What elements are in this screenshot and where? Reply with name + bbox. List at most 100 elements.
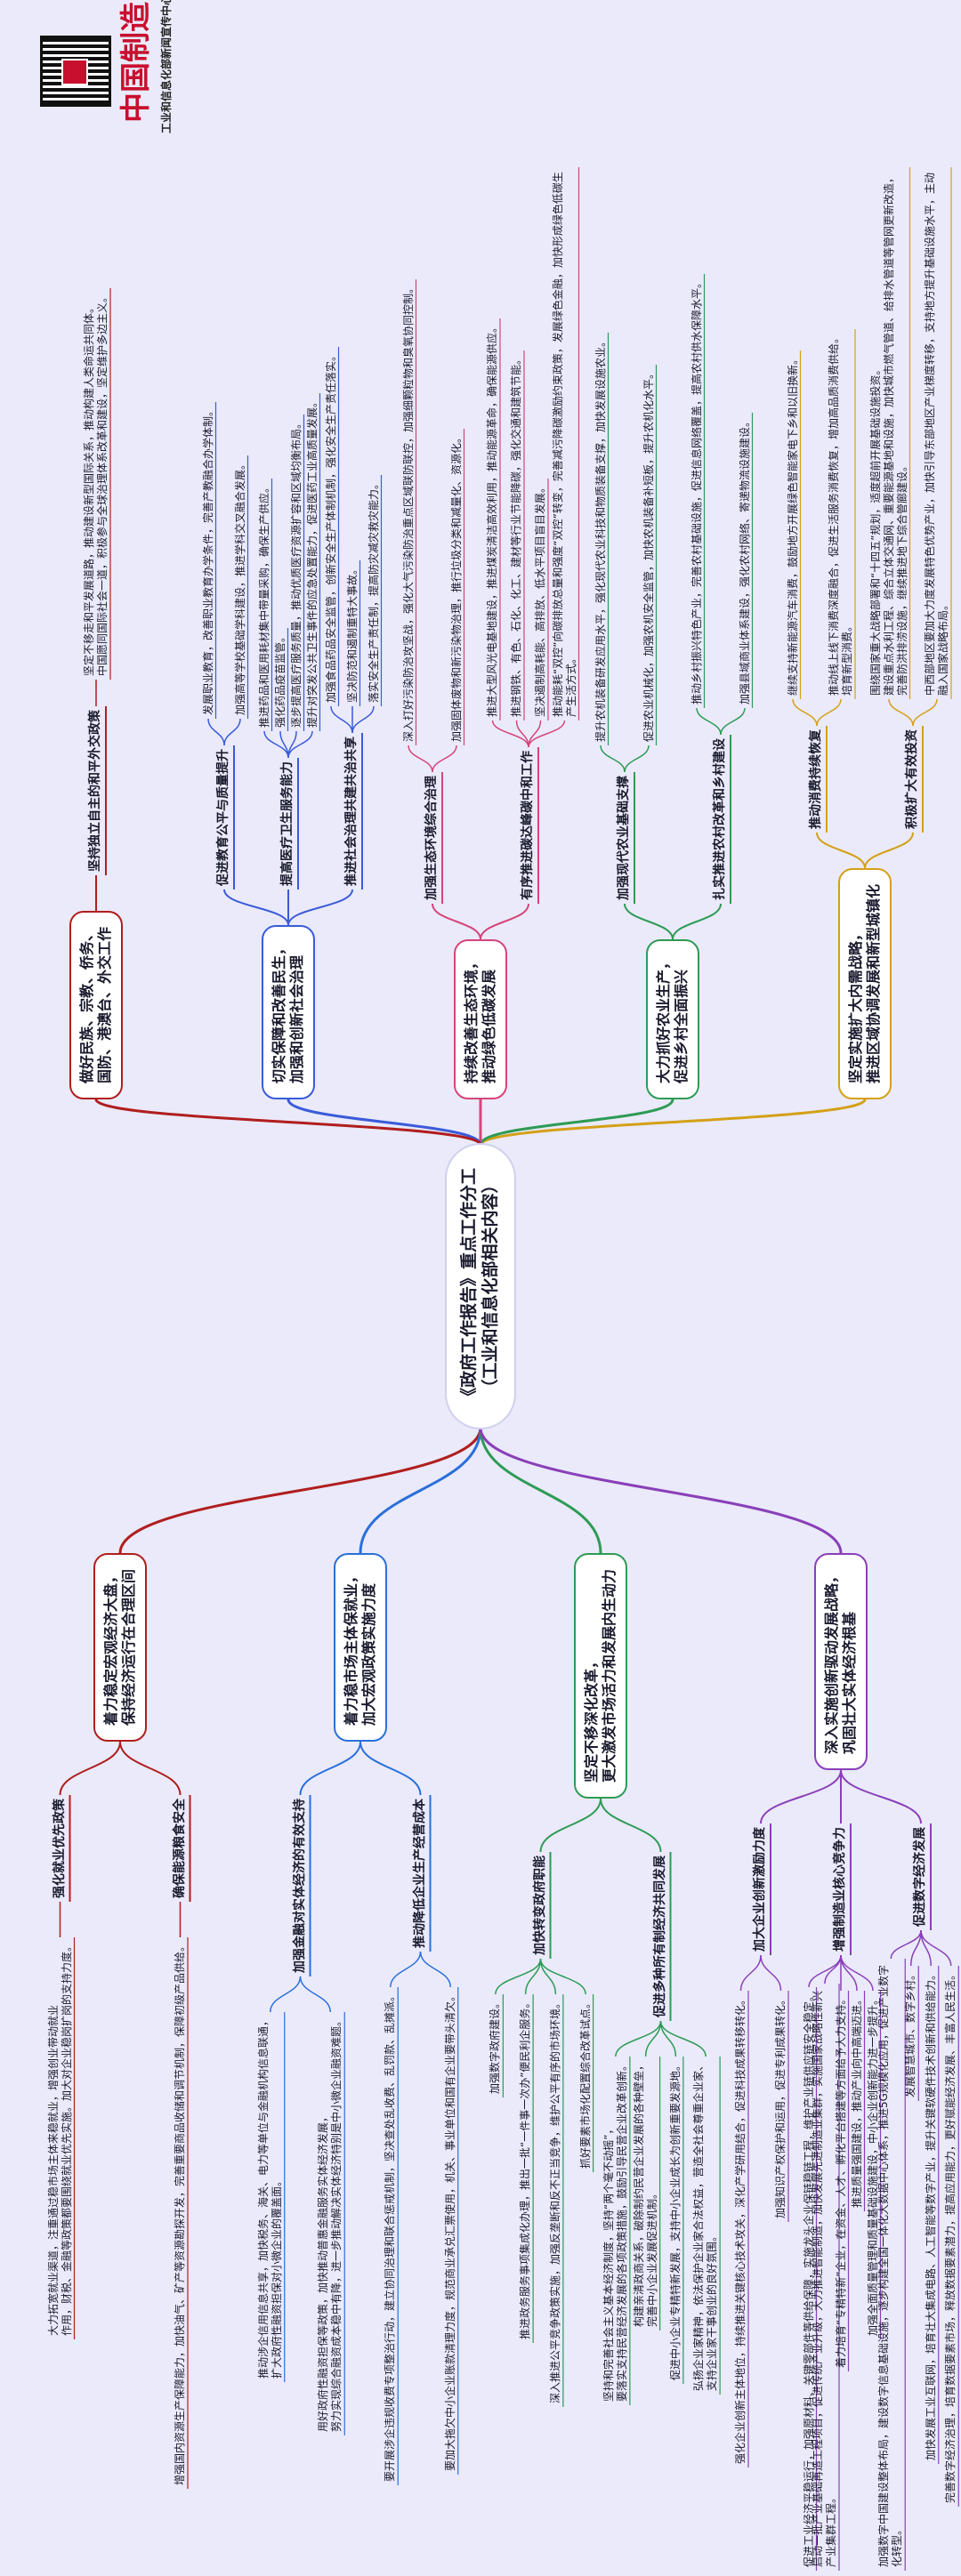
leaf-note-line: 推动乡村振兴特色产业，完善农村基础设施，促进信息网络覆盖，提高农村供水保障水平。 [690, 277, 703, 704]
leaf-note-line: 提升对突发公共卫生事件的应急处置能力，促进医药工业高质量发展。 [305, 396, 319, 728]
leaf-note-line: 加快发展工业互联网，培育壮大集成电路、人工智能等数字产业，提升关键软硬件技术创新… [924, 1968, 937, 2460]
branch-topic[interactable]: 坚定实施扩大内需战略，推进区域协调发展和新型城镇化 [838, 867, 892, 1099]
sub-topic[interactable]: 加强现代农业基础支撑 [615, 772, 634, 904]
branch-topic-line: 大力抓好农业生产， [655, 954, 672, 1083]
branch-topic[interactable]: 着力稳市场主体保就业，加大宏观政策实施力度 [334, 1552, 387, 1742]
leaf-note-line: 提升农机装备研发应用水平，强化现代农业科技和物质装备支撑，加快发展设施农业。 [594, 335, 607, 742]
leaf-note-line: 作用，财税、金融等政策都要围绕就业优先实施。加大对企业稳岗扩岗的支持力度。 [60, 1940, 73, 2336]
leaf-note: 加强食品药品安全监管，创新安全生产体制机制，强化安全生产责任落实。 [324, 347, 339, 706]
sub-topic[interactable]: 加强生态环境综合治理 [423, 772, 442, 904]
sub-topic[interactable]: 有序推进碳达峰碳中和工作 [519, 747, 538, 904]
connector-line [890, 1929, 922, 1960]
leaf-note-line: 要加大拖欠中小企业账款清理力度，规范商业承兑汇票使用，机关、事业单位和国有企业要… [443, 1990, 456, 2471]
connector-line [432, 745, 457, 773]
leaf-note-line: 推进大型风光电基地建设，推进煤炭清洁高效利用，推动能源革命，确保能源供应。 [486, 321, 498, 717]
sub-topic[interactable]: 推动消费持续恢复 [807, 726, 827, 833]
leaf-note: 推进政务服务事项集成化办理，推出一批“一件事一次办”便民利企服务。 [518, 1994, 533, 2343]
branch-topic[interactable]: 深入实施创新驱动发展战略，巩固壮大实体经济根基 [814, 1552, 868, 1770]
leaf-note-line: 加强固体废物和新污染物治理，推行垃圾分类和减量化、资源化。 [449, 431, 463, 742]
sub-topic[interactable]: 促进多种所有制经济共同发展 [651, 1852, 671, 2021]
branch-topic[interactable]: 坚定不移深化改革，更大激发市场活力和发展内生动力 [574, 1552, 627, 1799]
connector-line [287, 1099, 482, 1146]
leaf-note-line: 推进药品和医用耗材集中带量采购，确保生产供应。 [257, 481, 271, 728]
leaf-note: 推进药品和医用耗材集中带量采购，确保生产供应。 [257, 479, 272, 731]
branch-topic-line: 加强和创新社会治理 [288, 954, 305, 1083]
central-topic[interactable]: 《政府工作报告》重点工作分工 （工业和信息化部相关内容） [447, 1144, 514, 1428]
sub-topic[interactable]: 坚持独立自主的和平外交政策 [86, 706, 106, 875]
connector-line [299, 1741, 361, 1796]
sub-topic[interactable]: 推进社会治理共建共治共享 [343, 733, 362, 890]
leaf-note: 着力培育“专精特新”企业，在资金、人才、孵化平台搭建等方面给予大力支持。 [834, 1991, 849, 2371]
sub-topic-label: 有序推进碳达峰碳中和工作 [521, 751, 535, 900]
connector-line [644, 2020, 662, 2057]
sub-topic[interactable]: 积极扩大有效投资 [903, 726, 923, 833]
sub-topic-label: 促进多种所有制经济共同发展 [652, 1856, 667, 2017]
leaf-note-line: 扩大政府性融资担保对小微企业的覆盖面。 [270, 2175, 283, 2379]
sub-topic[interactable]: 确保能源粮食安全 [171, 1795, 190, 1902]
branch-topic[interactable]: 着力稳定宏观经济大盘，保持经济运行在合理区间 [93, 1552, 147, 1742]
sub-topic[interactable]: 提高医疗卫生服务能力 [279, 758, 298, 890]
sub-topic[interactable]: 推动降低企业生产经营成本 [411, 1795, 431, 1952]
connector-line [351, 705, 375, 734]
connector-line [419, 1951, 451, 1988]
leaf-note-line: 发展职业教育，改善职业教育办学条件，完善产教融合办学体制。 [201, 405, 214, 715]
sub-topic[interactable]: 加快转变政府职能 [531, 1852, 551, 1959]
leaf-note-line: 努力实现综合融资成本稳中有降，进一步推动解决实体经济特别是中小微企业融资难题。 [330, 2015, 343, 2432]
sub-topic[interactable]: 增强制造业核心竞争力 [831, 1823, 851, 1955]
branch-topic-line: 做好民族、宗教、侨务、 [78, 926, 95, 1083]
sub-topic-label: 提高医疗卫生服务能力 [280, 761, 295, 886]
leaf-note: 推进大型风光电基地建设，推进煤炭清洁高效利用，推动能源革命，确保能源供应。 [485, 318, 500, 720]
connector-line [223, 718, 241, 746]
leaf-note-line: 增强国内资源生产保障能力，加快油气、矿产等资源勘探开发，完善重要商品收储和调节机… [174, 1940, 186, 2485]
branch-topic-line: 切实保障和改善民生， [271, 940, 287, 1083]
branch-topic[interactable]: 切实保障和改善民生，加强和创新社会治理 [262, 924, 315, 1099]
leaf-note: 强化药品疫苗监管。 [273, 628, 288, 731]
sub-topic[interactable]: 促进数字经济发展 [911, 1823, 931, 1930]
leaf-note: 推进质量强国建设，推动产业向中高端迈进。 [850, 1991, 865, 2211]
branch-topic[interactable]: 大力抓好农业生产，促进乡村全面振兴 [646, 938, 699, 1099]
sub-topic[interactable]: 强化就业优先政策 [51, 1795, 70, 1902]
connector-line [207, 718, 225, 746]
leaf-note: 要开展涉企违规收费专项整治行动，建立协同治理和联合惩戒机制，坚决查处乱收费、乱罚… [383, 1987, 398, 2485]
connector-line [524, 1958, 542, 1995]
sub-topic-label: 推进社会治理共建共治共享 [344, 737, 359, 886]
leaf-note-line: 坚决遏制高耗能、高排放、低水平项目盲目发展。 [534, 481, 546, 717]
leaf-note: 坚决防范和遏制重特大事故。 [345, 560, 360, 706]
sub-topic[interactable]: 促进教育公平与质量提升 [214, 745, 234, 890]
connector-line [287, 889, 353, 926]
branch-topic-line: 坚定不移深化改革， [583, 1654, 600, 1783]
leaf-note-line: 继续支持新能源汽车消费，鼓励地方开展绿色智能家电下乡和以旧换新。 [786, 353, 799, 696]
connector-line [920, 1929, 952, 1967]
sub-topic[interactable]: 加强金融对实体经济的有效支持 [291, 1795, 311, 1976]
leaf-note: 加强数字政府建设。 [488, 1994, 503, 2097]
leaf-note: 加强县域商业体系建设，强化农村网络、寄递物流设施建设。 [738, 413, 753, 708]
central-topic-line-1: 《政府工作报告》重点工作分工 [459, 1167, 479, 1405]
connector-line [287, 730, 313, 759]
branch-topic-line: 国防、港澳台、外交工作 [96, 926, 113, 1083]
sub-topic[interactable]: 扎实推进农村改革和乡村建设 [711, 735, 731, 904]
leaf-note: 提升农机装备研发应用水平，强化现代农业科技和物质装备支撑，加快发展设施农业。 [594, 333, 609, 745]
leaf-note-line: 加强知识产权保护和运用，促进专利成果转化。 [774, 1993, 787, 2218]
leaf-note: 深入打好污染防治攻坚战，强化大气污染防治重点区域联防联控，加强细颗粒物和臭氧协同… [401, 279, 416, 745]
leaf-note-line: 要开展涉企违规收费专项整治行动，建立协同治理和联合惩戒机制，坚决查处乱收费、乱罚… [384, 1990, 397, 2482]
branch-topic[interactable]: 做好民族、宗教、侨务、国防、港澳台、外交工作 [69, 910, 123, 1099]
leaf-note: 中西部地区要加大力度发展特色优势产业，加快引导东部地区产业梯度转移，支持地方提升… [923, 167, 951, 699]
sub-topic-label: 增强制造业核心竞争力 [833, 1827, 847, 1952]
branch-topic[interactable]: 持续改善生态环境，推动绿色低碳发展 [454, 938, 507, 1099]
leaf-note-line: 坚决防范和遏制重特大事故。 [345, 563, 359, 703]
sub-topic[interactable]: 加大企业创新激励力度 [751, 1823, 771, 1955]
leaf-note: 构建亲清政商关系，破除制约民营企业发展的各种壁垒，完善中小企业发展促进机制。 [632, 2057, 660, 2330]
sub-topic-label: 加强金融对实体经济的有效支持 [292, 1799, 307, 1973]
branch-topic-line: 坚定实施扩大内需战略， [847, 926, 864, 1083]
branch-topic-line: 巩固壮大实体经济根基 [841, 1611, 858, 1754]
sub-topic-label: 强化就业优先政策 [52, 1799, 67, 1898]
connector-line [359, 1427, 482, 1554]
connector-line [528, 720, 566, 748]
connector-line [760, 1769, 842, 1824]
leaf-note: 加强知识产权保护和运用，促进专利成果转化。 [773, 1991, 788, 2222]
leaf-note: 推进钢铁、有色、石化、化工、建材等行业节能降碳，强化交通和建筑节能。 [509, 350, 524, 720]
leaf-note-line: 用好政府性融资担保等政策，加快推动普惠金融服务实体经济发展， [317, 2111, 330, 2432]
leaf-note-line: 加强食品药品安全监管，创新安全生产体制机制，强化安全生产责任落实。 [324, 350, 337, 703]
sub-topic-label: 促进教育公平与质量提升 [216, 749, 230, 886]
